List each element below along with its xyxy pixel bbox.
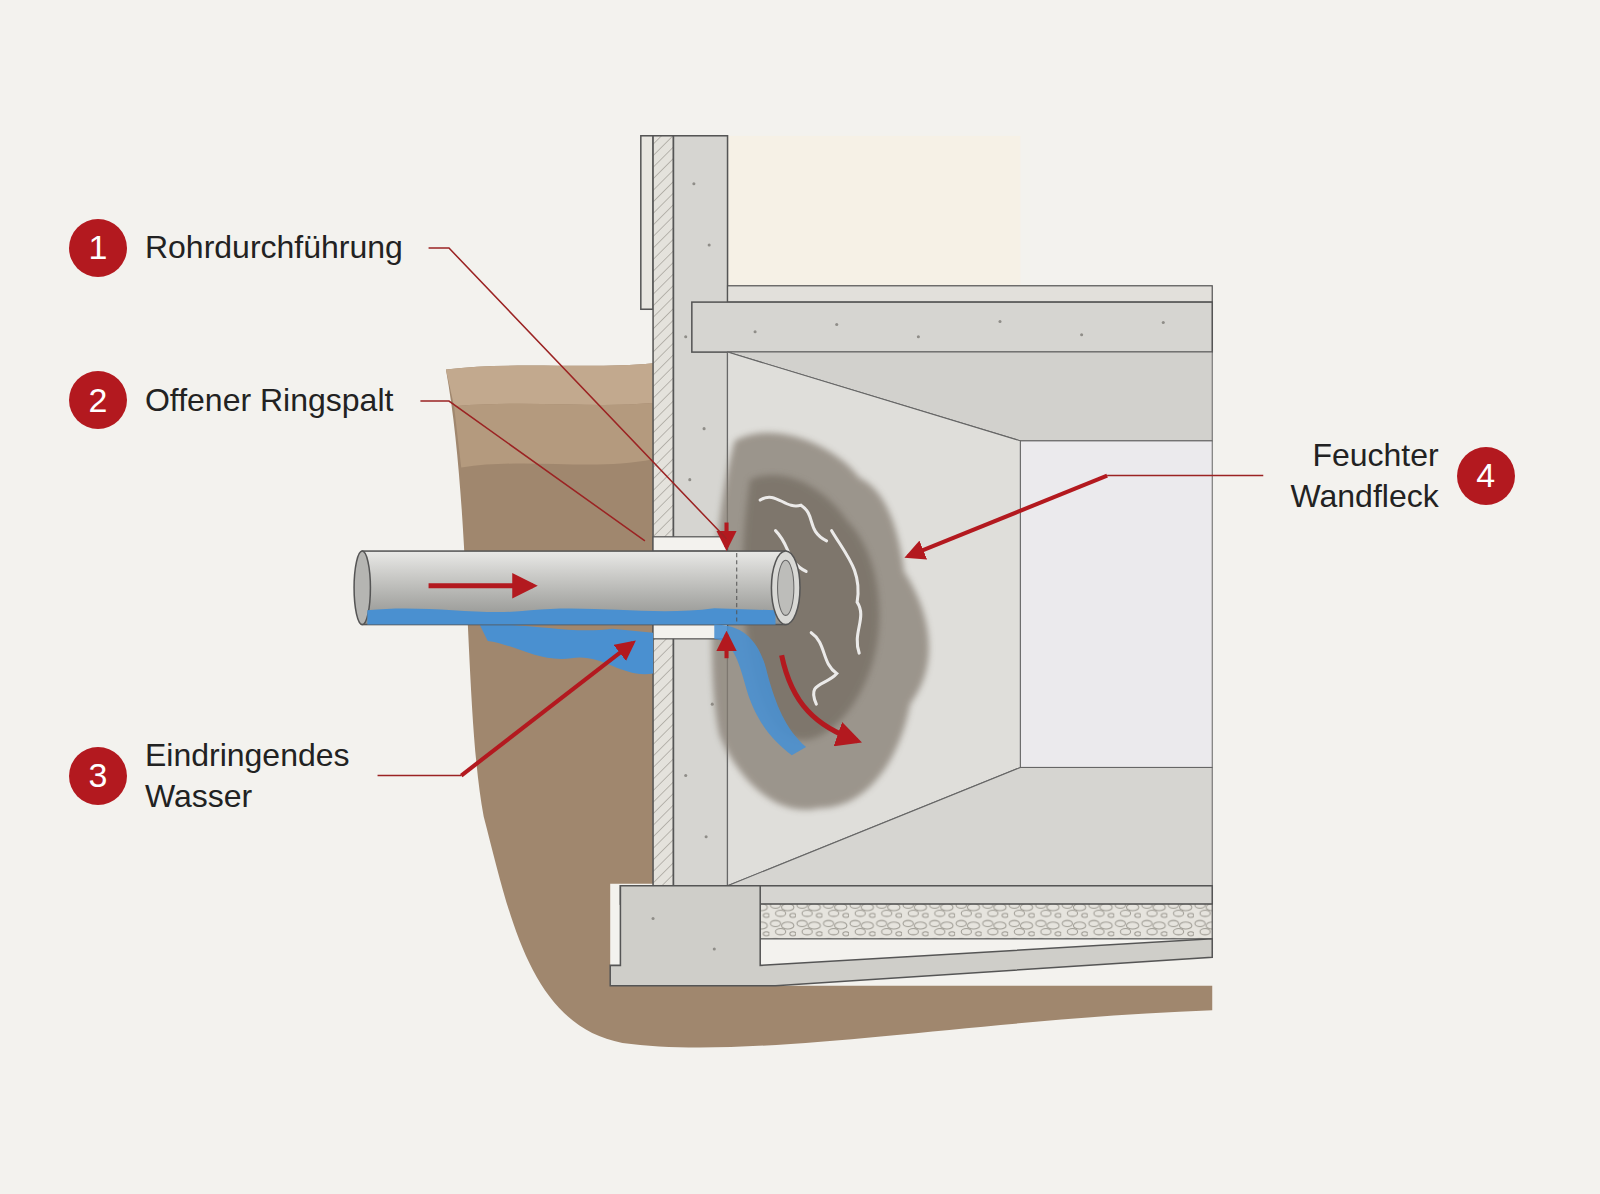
callout-label: Eindringendes Wasser bbox=[145, 735, 350, 817]
callout-number: 3 bbox=[69, 747, 127, 805]
callout-label: Rohrdurchführung bbox=[145, 227, 403, 268]
callout: 1 Rohrdurchführung bbox=[69, 219, 403, 277]
callout-number: 2 bbox=[69, 371, 127, 429]
callout: 2 Offener Ringspalt bbox=[69, 371, 393, 429]
callout: 3 Eindringendes Wasser bbox=[69, 735, 350, 817]
callout-number: 1 bbox=[69, 219, 127, 277]
callout: 4 Feuchter Wandfleck bbox=[1291, 435, 1515, 517]
callout-label: Offener Ringspalt bbox=[145, 380, 393, 421]
callout-number: 4 bbox=[1457, 447, 1515, 505]
callout-label: Feuchter Wandfleck bbox=[1291, 435, 1439, 517]
